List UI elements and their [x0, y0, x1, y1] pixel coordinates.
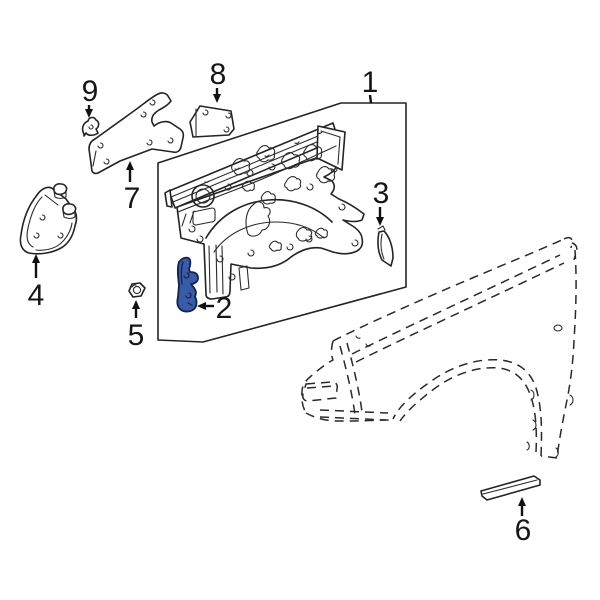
- part-8-panel: [189, 105, 235, 138]
- callout-8: 8: [210, 58, 227, 103]
- callout-5: 5: [128, 300, 145, 352]
- callout-9: 9: [82, 75, 99, 118]
- callout-8-label: 8: [210, 58, 227, 91]
- part-5-group: [128, 282, 146, 298]
- callout-4: 4: [28, 254, 45, 312]
- strut-tower-squiggle: [245, 201, 271, 237]
- part-8-details: [195, 108, 232, 137]
- part-6-ridge-line: [482, 479, 538, 495]
- panel-slot: [238, 265, 250, 291]
- panel-detail-blobs: [231, 144, 336, 252]
- part-4-ticks: [33, 214, 64, 239]
- part-7-tick-marks: [92, 99, 174, 167]
- fender-crease-line-1: [351, 254, 561, 355]
- fender-front-edge: [301, 340, 334, 414]
- callout-9-label: 9: [82, 75, 99, 108]
- callout-7-label: 7: [124, 182, 141, 215]
- part-3-group: [377, 225, 394, 267]
- part-4-stud-2: [62, 203, 77, 216]
- callout-5-arrowhead: [132, 300, 140, 309]
- callout-7-arrowhead: [126, 161, 134, 170]
- callout-2: 2: [197, 292, 232, 325]
- callout-3: 3: [373, 177, 390, 226]
- part-4-stud-1-side: [53, 190, 67, 200]
- part-3-wedge: [377, 230, 394, 267]
- part-6-molding: [480, 475, 541, 501]
- fender-rear-edge: [556, 249, 577, 459]
- fender-bumper-end: [302, 381, 338, 402]
- apron-rail-end-inner: [320, 130, 341, 165]
- part-4-group: [19, 183, 78, 255]
- callout-3-arrowhead: [376, 217, 384, 226]
- part-2-group: [176, 256, 199, 313]
- callout-2-label: 2: [216, 292, 233, 325]
- callout-1-leader: [368, 94, 373, 104]
- callout-9-arrowhead: [85, 109, 93, 118]
- callout-3-label: 3: [373, 177, 390, 210]
- apron-panel-body: [176, 156, 365, 300]
- callout-1-label: 1: [362, 66, 379, 99]
- apron-rail-flange-line: [177, 145, 337, 213]
- fender-wheel-arch-inner: [399, 366, 538, 453]
- callout-5-label: 5: [128, 319, 145, 352]
- fender-rocker-strip: [319, 409, 389, 421]
- part-9-clip: [81, 116, 100, 137]
- panel-tick-marks: [188, 163, 359, 281]
- fender-bottom-rear: [540, 455, 558, 459]
- spring-tower-hole-outer: [191, 184, 215, 208]
- part-7-bracket: [88, 92, 185, 175]
- panel-access-rect: [192, 207, 216, 226]
- wheelhouse-dome-line2: [213, 221, 325, 253]
- fender-rear-top-hook: [563, 236, 578, 261]
- part-4-inner-lines: [26, 194, 73, 251]
- fender-hood-line: [332, 238, 565, 342]
- part-4-stud-1: [53, 183, 68, 196]
- fender-crease-line-2: [355, 262, 565, 363]
- fender-oval-hole: [553, 324, 563, 332]
- rail-tick-marks: [204, 131, 323, 183]
- part-5-nut-knurl: [131, 284, 137, 288]
- fender-front-pillar-lines: [339, 342, 363, 416]
- callout-1: 1: [362, 66, 379, 104]
- spring-tower-hole-inner: [195, 188, 211, 204]
- callout-4-arrowhead: [32, 254, 40, 263]
- panel-leg-lines: [208, 244, 224, 295]
- apron-rail-left-cap: [164, 189, 173, 208]
- fender-wheel-arch-outer: [392, 358, 543, 457]
- part-5-nut: [128, 282, 146, 298]
- wheelhouse-dome-line: [205, 198, 333, 239]
- part-3-inner-line: [377, 225, 386, 260]
- callout-6-arrowhead: [518, 497, 526, 506]
- callout-8-arrowhead: [213, 94, 221, 103]
- part-2-detail-marks: [180, 261, 193, 306]
- part-1-panel-group: [164, 122, 365, 300]
- callout-6-label: 6: [515, 514, 532, 547]
- callout-4-label: 4: [28, 279, 45, 312]
- callout-6: 6: [515, 497, 532, 547]
- fender-outline-group: [301, 236, 578, 459]
- part-5-nut-hole: [132, 285, 142, 295]
- callout-2-arrowhead: [197, 302, 206, 310]
- fender-surface-ticks: [355, 335, 574, 458]
- part-9-detail: [88, 124, 94, 130]
- part-8-group: [189, 105, 235, 138]
- panel-rib-lines: [181, 210, 195, 227]
- callout-7: 7: [124, 161, 141, 215]
- part-6-group: [480, 475, 541, 501]
- part-9-group: [81, 116, 100, 137]
- part-4-stud-2-side: [62, 210, 76, 220]
- callouts-group: 1 2 3 4 5 6 7: [28, 58, 532, 547]
- part-7-group: [88, 92, 185, 175]
- part-2-highlighted-bracket: [176, 256, 199, 313]
